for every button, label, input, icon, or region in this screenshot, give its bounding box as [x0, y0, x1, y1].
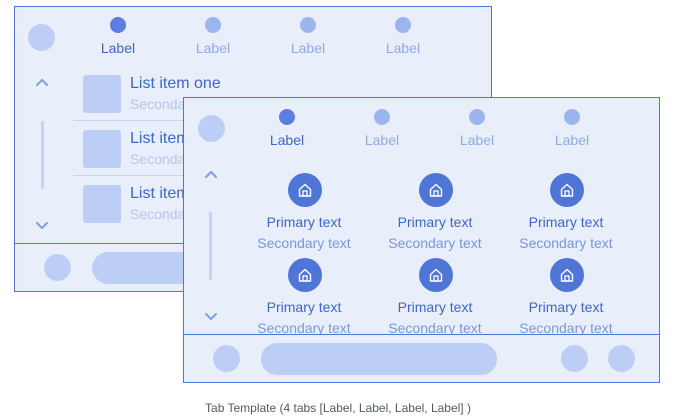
list-item-secondary: Secondary — [130, 206, 197, 222]
tab-label: Label — [385, 40, 421, 56]
list-item-primary: List item one — [130, 75, 221, 92]
action-button[interactable] — [608, 345, 635, 372]
tab-indicator-icon — [564, 109, 580, 125]
grid-item-primary: Primary text — [397, 214, 473, 230]
grid-item-primary: Primary text — [528, 214, 604, 230]
grid-item-primary: Primary text — [266, 214, 342, 230]
thumbnail — [83, 130, 121, 168]
home-icon — [419, 258, 453, 292]
tab-indicator-icon — [395, 17, 411, 33]
chevron-up-icon[interactable] — [34, 75, 50, 89]
bottom-app-bar — [184, 334, 659, 382]
list-item-primary: List item — [130, 185, 190, 202]
home-icon — [419, 173, 453, 207]
scrollbar[interactable] — [41, 121, 44, 189]
chevron-down-icon[interactable] — [203, 310, 219, 324]
scrollbar[interactable] — [209, 212, 212, 280]
tab-indicator-icon — [374, 109, 390, 125]
tab-indicator-icon — [110, 17, 126, 33]
fab-button[interactable] — [44, 254, 71, 281]
grid-item-secondary: Secondary text — [257, 320, 351, 336]
avatar[interactable] — [198, 115, 225, 142]
grid-item-secondary: Secondary text — [257, 235, 351, 251]
caption-text: Tab Template (4 tabs [Label, Label, Labe… — [205, 401, 471, 415]
front-window: Label Label Label Label Primary text Sec… — [183, 97, 660, 383]
tab-label: Label — [195, 40, 231, 56]
tab-label: Label — [459, 132, 495, 148]
grid-item[interactable]: Primary text Secondary text — [501, 258, 631, 338]
fab-button[interactable] — [213, 345, 240, 372]
list-item-secondary: Secondary — [130, 151, 197, 167]
grid-item[interactable]: Primary text Secondary text — [501, 173, 631, 253]
home-icon — [550, 258, 584, 292]
action-button[interactable] — [561, 345, 588, 372]
thumbnail — [83, 185, 121, 223]
grid-item[interactable]: Primary text Secondary text — [239, 173, 369, 253]
caption: Tab Template (4 tabs [Label, Label, Labe… — [0, 401, 680, 415]
grid-item[interactable]: Primary text Secondary text — [239, 258, 369, 338]
list-item[interactable]: List item Secondary — [73, 177, 491, 231]
home-icon — [288, 173, 322, 207]
grid-item-secondary: Secondary text — [519, 235, 613, 251]
tab-indicator-icon — [300, 17, 316, 33]
list-item-primary: List item — [130, 130, 190, 147]
tab-indicator-icon — [205, 17, 221, 33]
tab-label: Label — [100, 40, 136, 56]
tab-label: Label — [554, 132, 590, 148]
grid-item-secondary: Secondary text — [388, 320, 482, 336]
chevron-down-icon[interactable] — [34, 219, 50, 233]
tab-label: Label — [290, 40, 326, 56]
tab-indicator-icon — [279, 109, 295, 125]
tab-label: Label — [364, 132, 400, 148]
list-item-secondary: Secondary — [130, 96, 197, 112]
thumbnail — [83, 75, 121, 113]
tab-indicator-icon — [469, 109, 485, 125]
tab-label: Label — [269, 132, 305, 148]
grid-item-primary: Primary text — [397, 299, 473, 315]
grid-item[interactable]: Primary text Secondary text — [370, 173, 500, 253]
grid-item-primary: Primary text — [528, 299, 604, 315]
grid-item-primary: Primary text — [266, 299, 342, 315]
grid-item-secondary: Secondary text — [519, 320, 613, 336]
avatar[interactable] — [28, 24, 55, 51]
grid-item[interactable]: Primary text Secondary text — [370, 258, 500, 338]
grid-item-secondary: Secondary text — [388, 235, 482, 251]
home-icon — [550, 173, 584, 207]
home-icon — [288, 258, 322, 292]
chevron-up-icon[interactable] — [203, 167, 219, 181]
search-bar[interactable] — [261, 343, 497, 375]
